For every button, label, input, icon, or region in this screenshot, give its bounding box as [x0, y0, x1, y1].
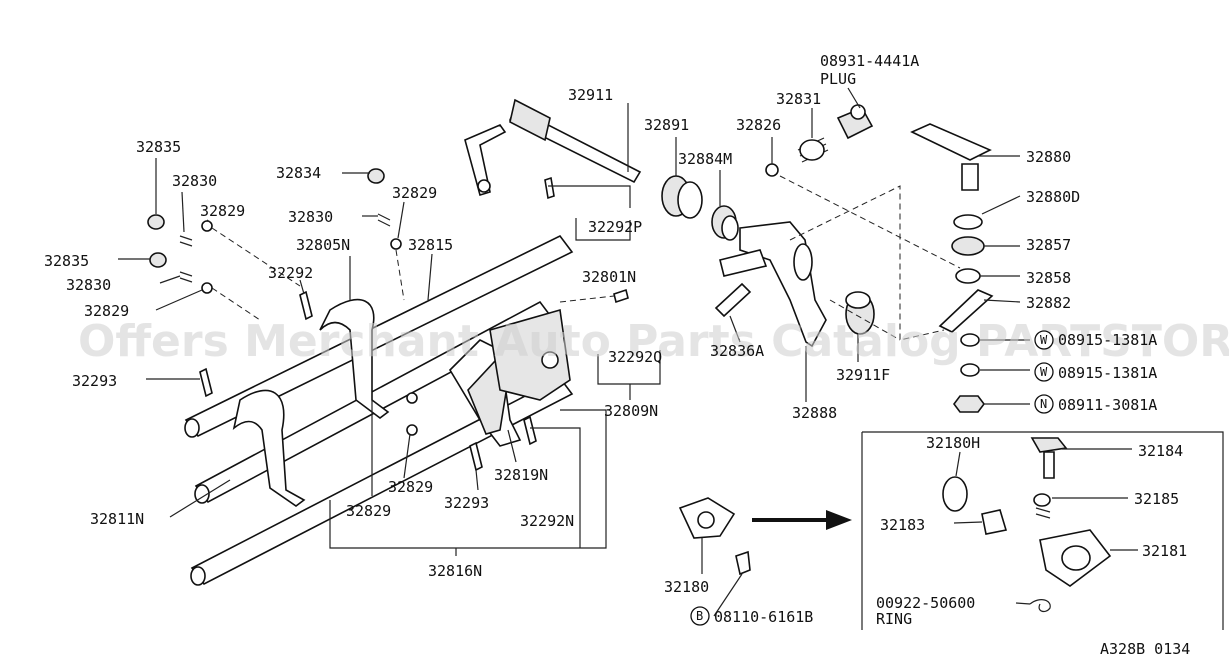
label-32829-a: 32829 [392, 184, 437, 202]
label-32835-a: 32835 [136, 138, 181, 156]
label-32858: 32858 [1026, 269, 1071, 287]
label-32834: 32834 [276, 164, 321, 182]
washer-08915b [960, 363, 980, 377]
marker-w-1: W [1040, 333, 1048, 347]
label-32830-a: 32830 [172, 172, 217, 190]
ball-32826 [765, 163, 779, 177]
circled-markers: W W N B [690, 330, 1054, 626]
bracket-32888 [719, 221, 827, 348]
control-lever-32880 [910, 123, 992, 191]
arrow-to-inset [752, 510, 852, 530]
label-32826: 32826 [736, 116, 781, 134]
plug-08931 [836, 104, 874, 140]
label-32181: 32181 [1142, 542, 1187, 560]
pin-32836a [714, 282, 752, 318]
label-32292n: 32292N [520, 512, 574, 530]
label-32830-c: 32830 [66, 276, 111, 294]
figure-code: A328B 0134 [1100, 640, 1190, 658]
label-ring: RING [876, 610, 912, 628]
marker-n-1: N [1040, 397, 1047, 411]
label-32816n: 32816N [428, 562, 482, 580]
label-32835-b: 32835 [44, 252, 89, 270]
left-small-parts [147, 168, 629, 472]
label-32183: 32183 [880, 516, 925, 534]
inset-parts [942, 437, 1112, 613]
inset-frame [861, 431, 1224, 630]
fork-assembly [489, 308, 571, 401]
plug-32911f [845, 291, 875, 335]
label-32293-b: 32293 [444, 494, 489, 512]
label-32815: 32815 [408, 236, 453, 254]
label-32809n: 32809N [604, 402, 658, 420]
label-32180: 32180 [664, 578, 709, 596]
label-32184: 32184 [1138, 442, 1183, 460]
label-32836a: 32836A [710, 342, 764, 360]
leader-lines [118, 87, 1138, 617]
label-32829-d: 32829 [388, 478, 433, 496]
label-32911f: 32911F [836, 366, 890, 384]
marker-b-1: B [696, 609, 703, 623]
label-32888: 32888 [792, 404, 837, 422]
label-32829-c: 32829 [84, 302, 129, 320]
spring-32831 [797, 137, 829, 163]
label-32831: 32831 [776, 90, 821, 108]
label-32292: 32292 [268, 264, 313, 282]
label-32811n: 32811N [90, 510, 144, 528]
label-08931: 08931-4441A [820, 52, 919, 70]
washer-32858 [955, 268, 981, 284]
boot-32891 [661, 175, 739, 241]
label-32829-e: 32829 [346, 502, 391, 520]
washer-08915a [960, 333, 980, 347]
label-00922: 00922-50600 [876, 594, 975, 612]
label-32891: 32891 [644, 116, 689, 134]
label-08915-a: 08915-1381A [1058, 331, 1157, 349]
label-08110: 08110-6161B [714, 608, 813, 626]
shift-lever-32911 [464, 98, 642, 197]
label-08915-b: 08915-1381A [1058, 364, 1157, 382]
label-plug: PLUG [820, 70, 856, 88]
label-32819n: 32819N [494, 466, 548, 484]
label-32830-b: 32830 [288, 208, 333, 226]
part-labels: 08931-4441A PLUG 32911 32831 32891 32826… [44, 52, 1190, 658]
label-32293-a: 32293 [72, 372, 117, 390]
label-32911: 32911 [568, 86, 613, 104]
lever-32882 [938, 289, 994, 333]
washer-32880d [953, 214, 983, 230]
seal-32857 [951, 236, 985, 256]
label-32801n: 32801N [582, 268, 636, 286]
nut-08911 [953, 395, 985, 413]
label-32880: 32880 [1026, 148, 1071, 166]
housing-32180 [678, 497, 751, 576]
label-08911: 08911-3081A [1058, 396, 1157, 414]
label-32884m: 32884M [678, 150, 732, 168]
label-32880d: 32880D [1026, 188, 1080, 206]
label-32829-b: 32829 [200, 202, 245, 220]
label-32882: 32882 [1026, 294, 1071, 312]
label-32292q: 32292Q [608, 348, 662, 366]
label-32185: 32185 [1134, 490, 1179, 508]
label-32292p: 32292P [588, 218, 642, 236]
label-32180h: 32180H [926, 434, 980, 452]
label-32805n: 32805N [296, 236, 350, 254]
marker-w-2: W [1040, 365, 1048, 379]
label-32857: 32857 [1026, 236, 1071, 254]
